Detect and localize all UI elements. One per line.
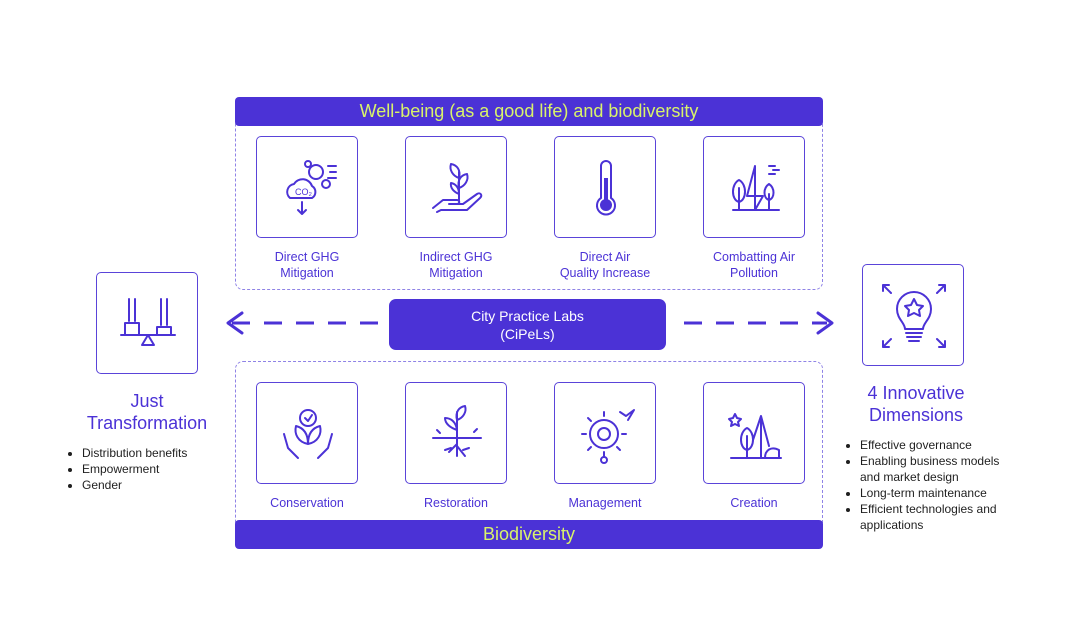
just-transformation-tile bbox=[96, 272, 198, 374]
list-item: Enabling business models and market desig… bbox=[860, 453, 999, 485]
tile-combatting-air bbox=[703, 136, 805, 238]
center-line1: City Practice Labs bbox=[471, 308, 584, 324]
label-line: Mitigation bbox=[429, 266, 483, 280]
list-item-text: applications bbox=[860, 518, 924, 532]
title-line: Just bbox=[130, 391, 164, 411]
label-line: Mitigation bbox=[280, 266, 334, 280]
label-conservation: Conservation bbox=[270, 496, 344, 510]
title-line: Dimensions bbox=[868, 405, 964, 425]
gear-leaf-icon bbox=[581, 409, 635, 464]
list-item-text: and market design bbox=[860, 470, 959, 484]
label-creation: Creation bbox=[730, 496, 778, 510]
sprout-roots-icon bbox=[432, 405, 482, 457]
label-line: Direct Air bbox=[579, 250, 631, 264]
svg-text:CO₂: CO₂ bbox=[295, 187, 313, 197]
list-item: Gender bbox=[82, 477, 187, 493]
tile-management bbox=[554, 382, 656, 484]
list-item-text: Efficient technologies and bbox=[860, 502, 997, 516]
center-line2: (CiPeLs) bbox=[500, 326, 555, 342]
list-item-text: Long-term maintenance bbox=[860, 486, 987, 500]
city-practice-labs-pill: City Practice Labs (CiPeLs) bbox=[389, 299, 666, 350]
plant-in-hand-icon bbox=[432, 163, 483, 213]
lightbulb-star-icon bbox=[882, 284, 946, 348]
list-item-text: Effective governance bbox=[860, 438, 972, 452]
thermometer-icon bbox=[596, 160, 616, 216]
just-transformation-list: Distribution benefits Empowerment Gender bbox=[68, 445, 187, 493]
tile-restoration bbox=[405, 382, 507, 484]
top-banner: Well-being (as a good life) and biodiver… bbox=[235, 97, 823, 126]
label-management: Management bbox=[568, 496, 642, 510]
just-transformation-title: Just Transformation bbox=[57, 390, 237, 434]
list-item: Effective governance bbox=[860, 437, 999, 453]
list-item-text: Enabling business models bbox=[860, 454, 1000, 468]
label-restoration: Restoration bbox=[424, 496, 488, 510]
hands-leaf-icon bbox=[283, 409, 333, 459]
label-line: Pollution bbox=[730, 266, 778, 280]
label-indirect-ghg: Indirect GHG Mitigation bbox=[381, 249, 531, 281]
innovative-dimensions-tile bbox=[862, 264, 964, 366]
list-item: Efficient technologies and applications bbox=[860, 501, 999, 533]
innovative-dimensions-list: Effective governance Enabling business m… bbox=[846, 437, 999, 533]
balance-scale-icon bbox=[120, 298, 176, 346]
tile-direct-air bbox=[554, 136, 656, 238]
co2-bubbles-icon: CO₂ bbox=[286, 160, 337, 215]
top-banner-text: Well-being (as a good life) and biodiver… bbox=[359, 101, 699, 121]
label-line: Direct GHG bbox=[274, 250, 340, 264]
list-item: Long-term maintenance bbox=[860, 485, 999, 501]
nature-stars-icon bbox=[728, 413, 782, 459]
label-line: Combatting Air bbox=[713, 250, 795, 264]
left-arrow bbox=[226, 311, 387, 335]
tile-indirect-ghg bbox=[405, 136, 507, 238]
title-line: Transformation bbox=[86, 413, 208, 433]
tile-direct-ghg: CO₂ bbox=[256, 136, 358, 238]
trees-icon bbox=[732, 165, 780, 211]
label-line: Quality Increase bbox=[559, 266, 651, 280]
bottom-banner: Biodiversity bbox=[235, 520, 823, 549]
title-line: 4 Innovative bbox=[867, 383, 965, 403]
label-line: Indirect GHG bbox=[419, 250, 493, 264]
list-item: Distribution benefits bbox=[82, 445, 187, 461]
tile-conservation bbox=[256, 382, 358, 484]
list-item: Empowerment bbox=[82, 461, 187, 477]
bottom-banner-text: Biodiversity bbox=[482, 524, 576, 544]
right-arrow bbox=[684, 311, 834, 335]
label-direct-ghg: Direct GHG Mitigation bbox=[232, 249, 382, 281]
innovative-dimensions-title: 4 Innovative Dimensions bbox=[826, 382, 1006, 426]
tile-creation bbox=[703, 382, 805, 484]
